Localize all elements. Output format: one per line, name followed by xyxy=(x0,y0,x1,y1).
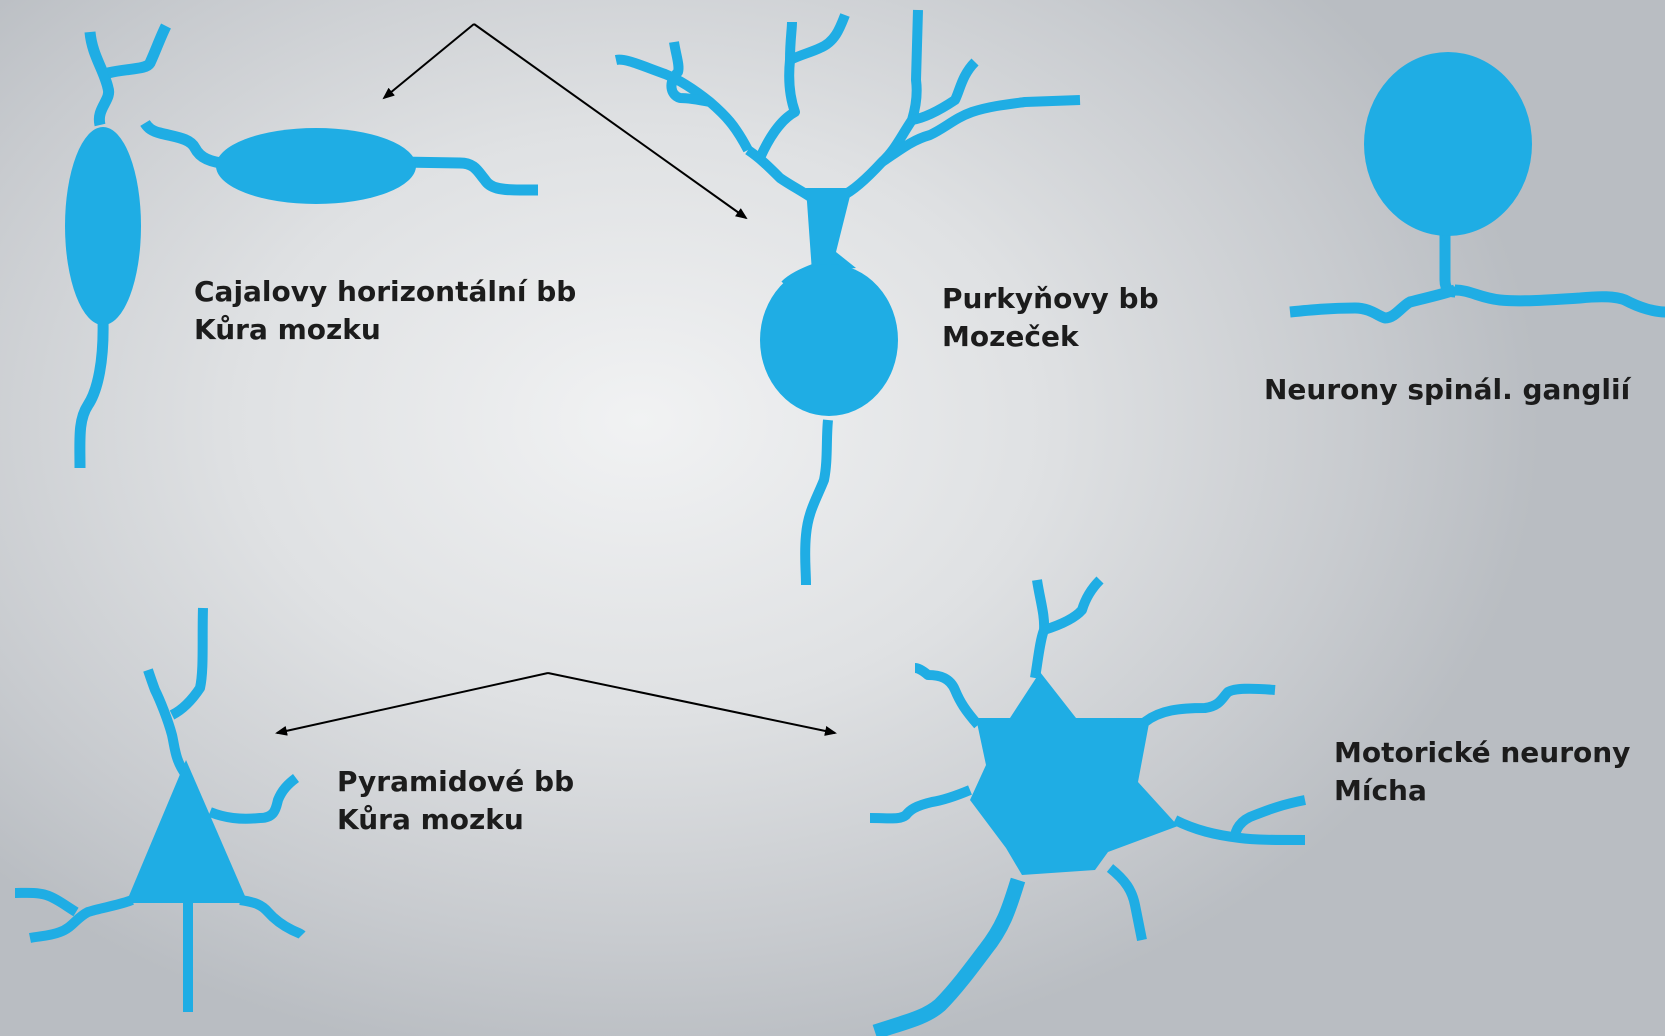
arrow-to-motor xyxy=(548,673,835,733)
cajal-label-line2: Kůra mozku xyxy=(194,311,576,349)
pyramidal-label: Pyramidové bb Kůra mozku xyxy=(337,763,574,839)
pyramidal-label-line1: Pyramidové bb xyxy=(337,763,574,801)
cajal-label-line1: Cajalovy horizontální bb xyxy=(194,273,576,311)
pyramidal-neuron xyxy=(15,608,302,1012)
purkinje-neck xyxy=(806,188,856,272)
purkinje-label-line1: Purkyňovy bb xyxy=(942,280,1159,318)
purkinje-label-line2: Mozeček xyxy=(942,318,1159,356)
arrow-to-pyramidal xyxy=(277,673,548,733)
motor-axon xyxy=(875,880,1018,1032)
cajal-neuron-body xyxy=(216,128,416,204)
spinal-neuron-body xyxy=(1364,52,1532,236)
motor-label: Motorické neurony Mícha xyxy=(1334,734,1630,810)
arrows-bottom xyxy=(277,673,835,733)
spinal-ganglion-neuron xyxy=(1290,230,1665,318)
pyramidal-label-line2: Kůra mozku xyxy=(337,801,574,839)
arrows-top xyxy=(384,24,746,218)
bipolar-neuron-body xyxy=(65,127,141,325)
motor-label-line2: Mícha xyxy=(1334,772,1630,810)
purkinje-label: Purkyňovy bb Mozeček xyxy=(942,280,1159,356)
motor-neuron-body xyxy=(970,672,1178,875)
cajal-label: Cajalovy horizontální bb Kůra mozku xyxy=(194,273,576,349)
spinal-label-line1: Neurony spinál. ganglií xyxy=(1264,371,1630,409)
motor-label-line1: Motorické neurony xyxy=(1334,734,1630,772)
pyramidal-neuron-body xyxy=(126,760,248,903)
spinal-label: Neurony spinál. ganglií xyxy=(1264,371,1630,409)
purkinje-neuron-body xyxy=(760,264,898,416)
arrow-to-cajal xyxy=(384,24,474,98)
